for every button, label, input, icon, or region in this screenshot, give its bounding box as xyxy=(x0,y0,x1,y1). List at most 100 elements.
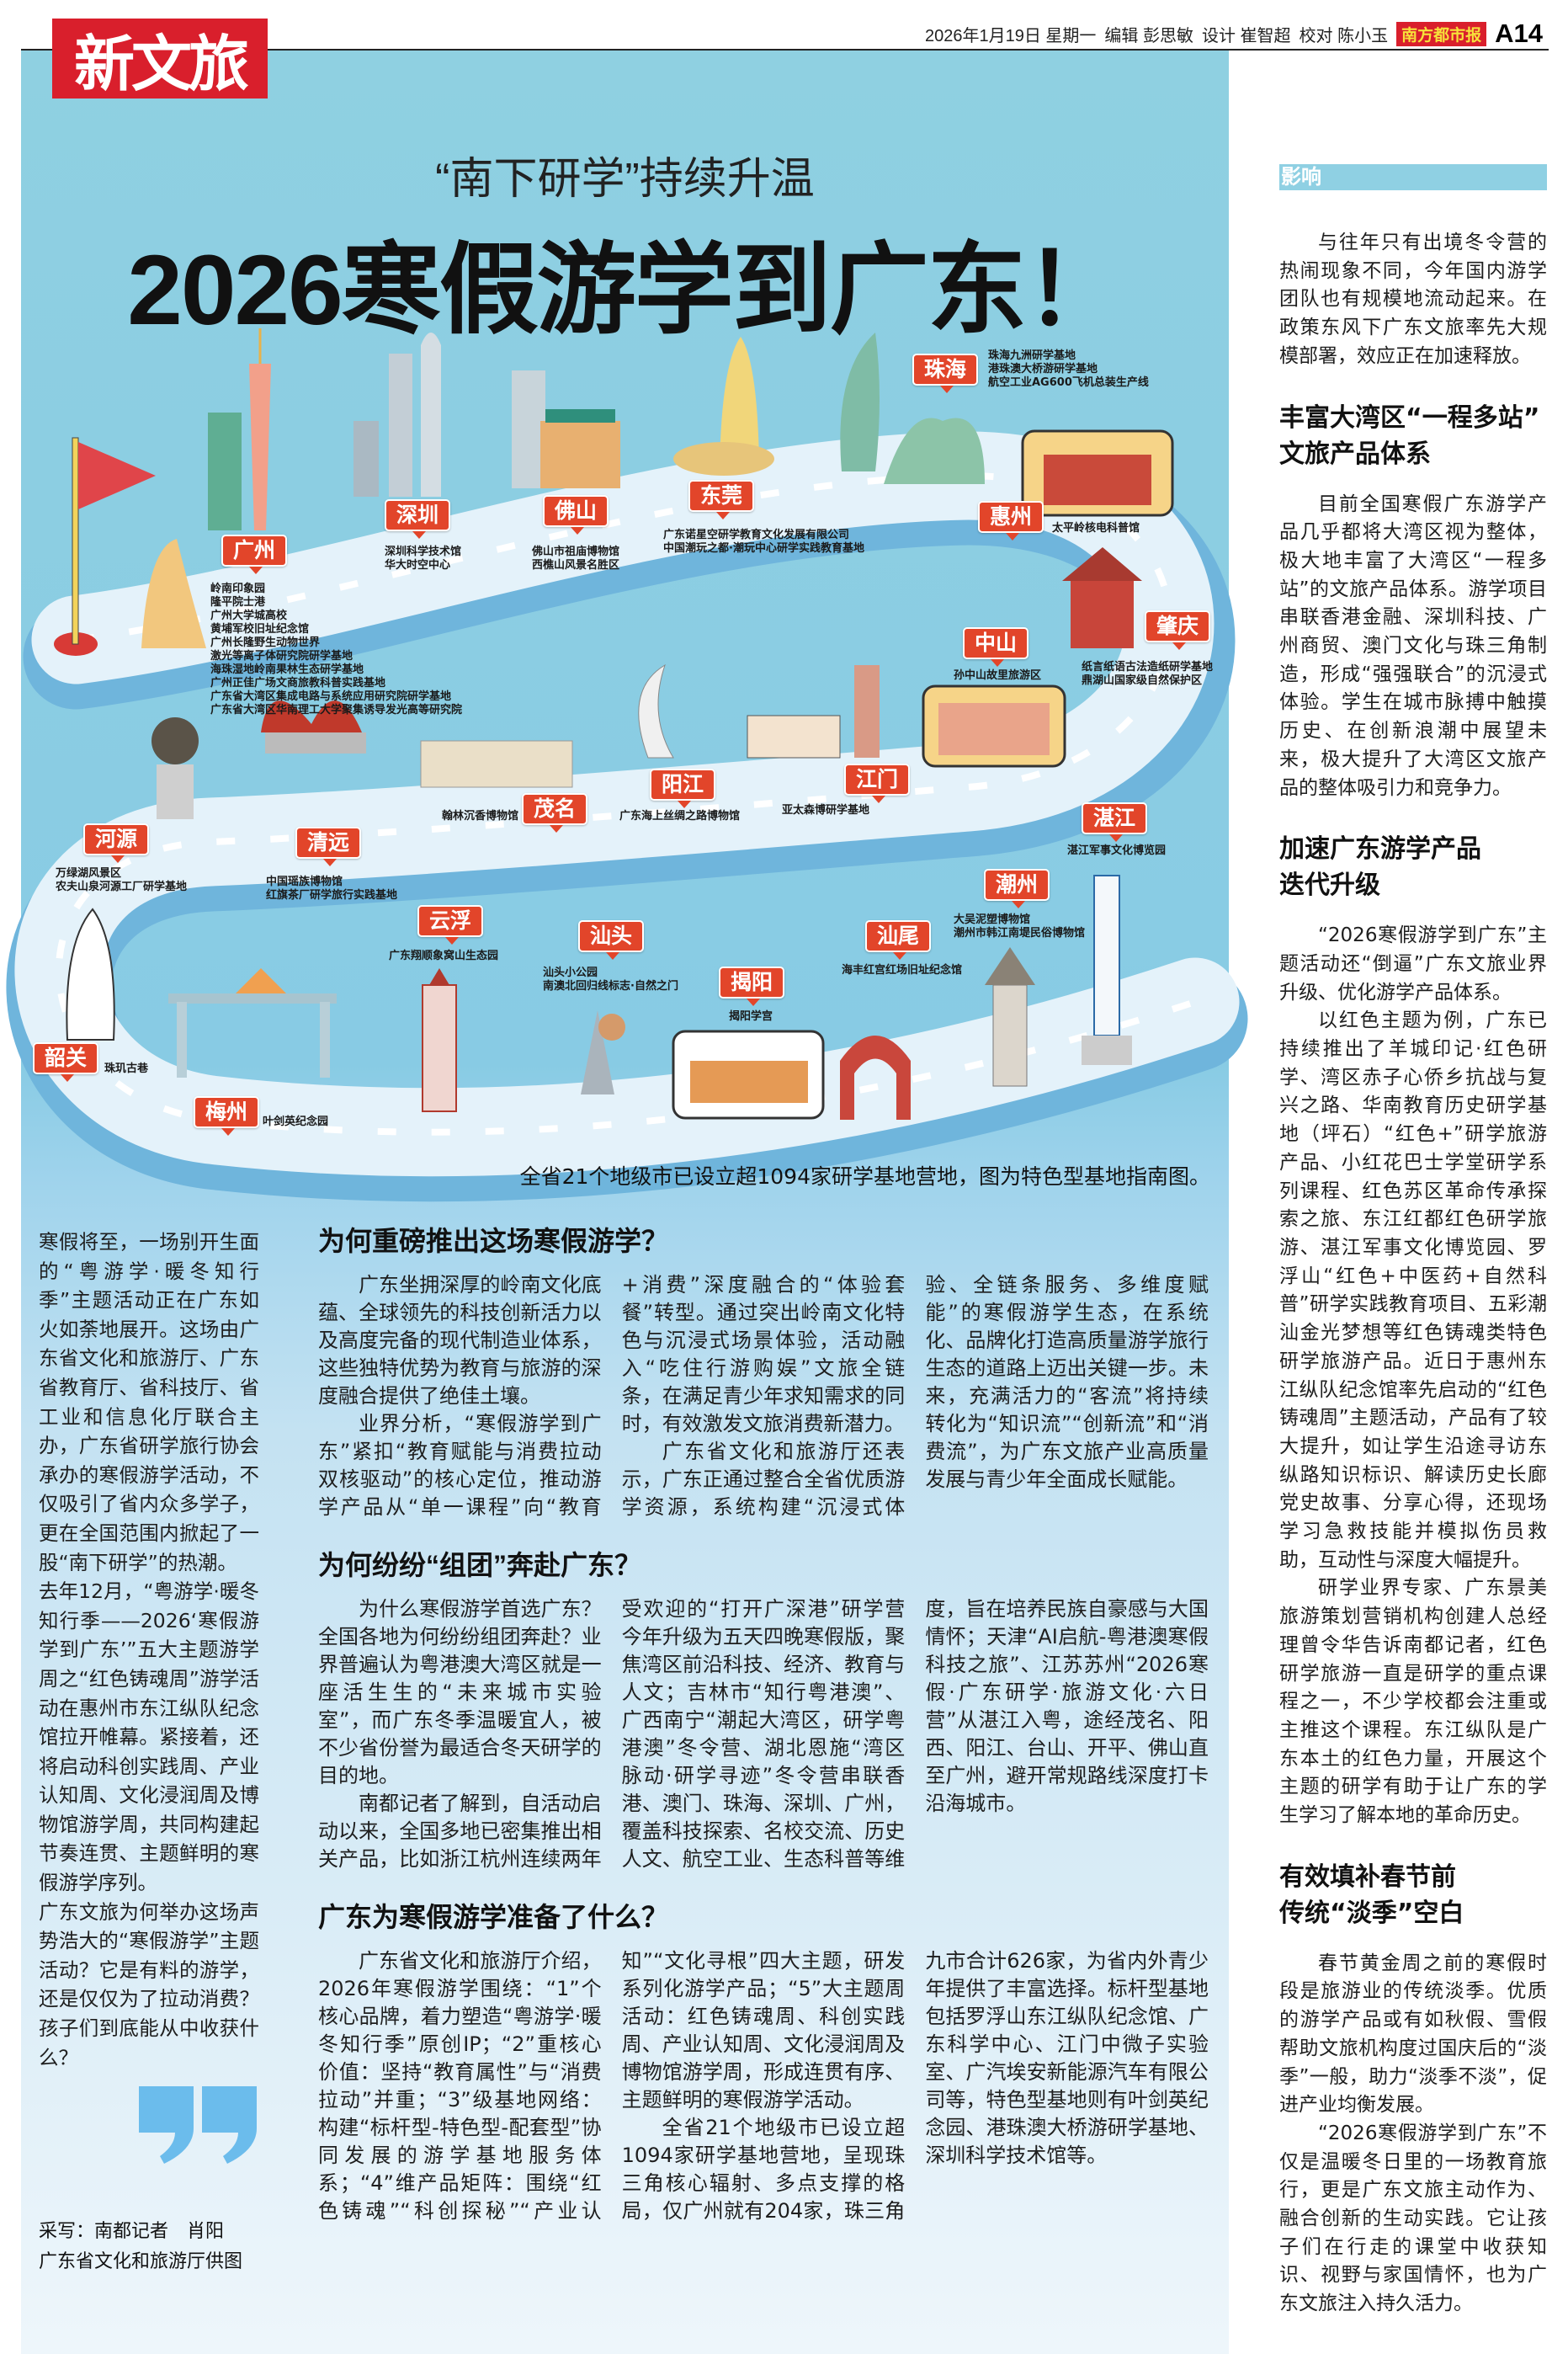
site-name: 亚太森博研学基地 xyxy=(782,804,870,817)
site-name: 汕头小公园 xyxy=(543,967,598,979)
sidebar-paragraph: 研学业界专家、广东景美旅游策划营销机构创建人总经理曾令华告诉南都记者，红色研学旅… xyxy=(1279,1577,1547,1827)
proofreader-credit: 校对 陈小玉 xyxy=(1299,26,1389,45)
sidebar-paragraph: 与往年只有出境冬令营的热闹现象不同，今年国内游学团队也有规模地流动起来。在政策东… xyxy=(1279,232,1547,367)
site-name: 太平岭核电科普馆 xyxy=(1052,522,1140,535)
city-tag: 汕头 xyxy=(578,920,644,960)
heading-line: 有效填补春节前 xyxy=(1279,1861,1456,1892)
city-tag: 韶关 xyxy=(33,1042,98,1082)
site-name: 潮州市韩江南堤民俗博物馆 xyxy=(954,927,1086,940)
city-tag: 东莞 xyxy=(688,480,754,519)
page-number: A14 xyxy=(1495,19,1543,48)
city-sites: 万绿湖风景区农夫山泉河源工厂研学基地 xyxy=(56,867,187,894)
section-body: 广东坐拥深厚的岭南文化底蕴、全球领先的科技创新活力以及高度完备的现代制造业体系，… xyxy=(318,1271,1209,1521)
city-sites: 湛江军事文化博览园 xyxy=(1067,844,1166,858)
city-sites: 纸言纸语古法造纸研学基地鼎湖山国家级自然保护区 xyxy=(1082,661,1213,688)
city-tag: 佛山 xyxy=(543,495,609,535)
city-sites: 揭阳学宫 xyxy=(729,1010,773,1024)
sidebar-tag: 影响 xyxy=(1279,164,1547,190)
section-heading: 为何重磅推出这场寒假游学？ xyxy=(318,1226,669,1256)
site-name: 揭阳学宫 xyxy=(729,1010,773,1023)
site-name: 湛江军事文化博览园 xyxy=(1067,844,1167,857)
lead-paragraph: 去年12月，“粤游学·暖冬知行季——2026‘寒假游学到广东’”五大主题游学周之… xyxy=(39,1579,259,1895)
kicker: “南下研学”持续升温 xyxy=(435,155,815,204)
site-name: 黄埔军校旧址纪念馆 xyxy=(210,623,310,636)
heading-line: 加速广东游学产品 xyxy=(1279,834,1481,865)
section-logo: 新文旅 xyxy=(52,19,268,99)
site-name: 翰林沉香博物馆 xyxy=(442,810,519,823)
site-name: 航空工业AG600飞机总装生产线 xyxy=(988,376,1149,389)
city-sites: 汕头小公园南澳北回归线标志·自然之门 xyxy=(543,967,678,993)
city-sites: 大吴泥塑博物馆潮州市韩江南堤民俗博物馆 xyxy=(954,913,1085,940)
site-name: 深圳科学技术馆 xyxy=(385,546,462,558)
body-paragraph: 广东坐拥深厚的岭南文化底蕴、全球领先的科技创新活力以及高度完备的现代制造业体系，… xyxy=(318,1273,602,1408)
city-tag: 珠海 xyxy=(912,354,978,393)
byline: 采写：南都记者 肖阳 xyxy=(39,2221,225,2243)
site-name: 佛山市祖庙博物馆 xyxy=(532,546,620,558)
site-name: 中国瑶族博物馆 xyxy=(266,876,343,888)
city-tag: 广州 xyxy=(221,535,287,574)
sidebar-paragraph: “2026寒假游学到广东”不仅是温暖冬日里的一场教育旅行，更是广东文旅主动作为、… xyxy=(1279,2122,1547,2315)
site-name: 海丰红宫红场旧址纪念馆 xyxy=(842,964,963,977)
lead-paragraph: 广东文旅为何举办这场声势浩大的“寒假游学”主题活动？它是有料的游学，还是仅仅为了… xyxy=(39,1899,259,2069)
city-tag: 肇庆 xyxy=(1145,610,1210,650)
heading-line: 迭代升级 xyxy=(1279,871,1380,901)
map-caption: 全省21个地级市已设立超1094家研学基地营地，图为特色型基地指南图。 xyxy=(519,1164,1210,1189)
site-name: 广州长隆野生动物世界 xyxy=(210,636,321,649)
site-name: 大吴泥塑博物馆 xyxy=(954,913,1031,926)
site-name: 农夫山泉河源工厂研学基地 xyxy=(56,881,188,893)
lead-paragraph: 寒假将至，一场别开生面的“粤游学·暖冬知行季”主题活动正在广东如火如荼地展开。这… xyxy=(39,1230,259,1574)
headline: 2026寒假游学到广东！ xyxy=(127,235,1124,346)
body-paragraph: 业界分析，“寒假游学到广东”紧扣“教育赋能与消费拉动双核驱动”的核心定位，推动游… xyxy=(318,1273,906,1519)
city-sites: 广东海上丝绸之路博物馆 xyxy=(619,810,740,823)
city-tag: 深圳 xyxy=(385,499,450,539)
city-tag: 湛江 xyxy=(1082,802,1147,842)
sidebar-heading: 有效填补春节前传统“淡季”空白 xyxy=(1279,1859,1547,1931)
site-name: 隆平院士港 xyxy=(210,596,266,609)
city-tag: 河源 xyxy=(83,823,149,863)
body-paragraph: 广东省文化和旅游厅介绍，2026年寒假游学围绕：“1”个核心品牌，着力塑造“粤游… xyxy=(318,1949,906,2223)
city-sites: 佛山市祖庙博物馆西樵山风景名胜区 xyxy=(532,546,619,573)
city-tag: 云浮 xyxy=(417,905,483,945)
city-tag: 茂名 xyxy=(522,793,587,833)
sidebar-paragraph: “2026寒假游学到广东”主题活动还“倒逼”广东文旅业界升级、优化游学产品体系。 xyxy=(1279,924,1547,1004)
section-heading: 为何纷纷“组团”奔赴广东？ xyxy=(318,1550,642,1580)
editor-credit: 编辑 彭思敏 xyxy=(1104,26,1193,45)
city-sites: 翰林沉香博物馆 xyxy=(442,810,518,823)
site-name: 港珠澳大桥游研学基地 xyxy=(988,363,1098,375)
site-name: 叶剑英纪念园 xyxy=(263,1116,329,1128)
site-name: 激光等离子体研究院研学基地 xyxy=(210,650,353,663)
city-sites: 深圳科学技术馆华大时空中心 xyxy=(385,546,461,573)
section-body: 为什么寒假游学首选广东？全国各地为何纷纷组团奔赴？业界普遍认为粤港澳大湾区就是一… xyxy=(318,1595,1209,1873)
heading-line: 丰富大湾区“一程多站” xyxy=(1279,402,1540,433)
header-rule xyxy=(21,49,1549,51)
site-name: 南澳北回归线标志·自然之门 xyxy=(543,980,678,993)
heading-line: 文旅产品体系 xyxy=(1279,439,1431,469)
site-name: 广东诺星空研学教育文化发展有限公司 xyxy=(663,529,850,541)
city-sites: 中国瑶族博物馆红旗茶厂研学旅行实践基地 xyxy=(266,876,397,903)
sidebar-paragraph: 目前全国寒假广东游学产品几乎都将大湾区视为整体，极大地丰富了大湾区“一程多站”的… xyxy=(1279,493,1547,799)
city-sites: 珠海九洲研学基地港珠澳大桥游研学基地航空工业AG600飞机总装生产线 xyxy=(988,349,1149,390)
closing-quote-icon xyxy=(139,2086,257,2165)
page-header: 2026年1月19日 星期一 编辑 彭思敏 设计 崔智超 校对 陈小玉 南方都市… xyxy=(925,19,1543,49)
sidebar-paragraph: 春节黄金周之前的寒假时段是旅游业的传统淡季。优质的游学产品或有如秋假、雪假帮助文… xyxy=(1279,1952,1547,2117)
body-paragraph: 为什么寒假游学首选广东？全国各地为何纷纷组团奔赴？业界普遍认为粤港澳大湾区就是一… xyxy=(318,1597,602,1787)
city-sites: 珠玑古巷 xyxy=(104,1062,148,1076)
sidebar-heading: 丰富大湾区“一程多站” 文旅产品体系 xyxy=(1279,400,1547,472)
site-name: 海珠湿地岭南果林生态研学基地 xyxy=(210,663,364,676)
site-name: 广东省大湾区华南理工大学聚集诱导发光高等研究院 xyxy=(210,704,463,716)
site-name: 中国潮玩之都·潮玩中心研学实践教育基地 xyxy=(663,542,864,555)
sidebar-column: 影响 与往年只有出境冬令营的热闹现象不同，今年国内游学团队也有规模地流动起来。在… xyxy=(1279,164,1547,2319)
site-name: 纸言纸语古法造纸研学基地 xyxy=(1082,661,1214,674)
city-tag: 江门 xyxy=(844,764,910,803)
site-name: 华大时空中心 xyxy=(385,559,451,572)
city-sites: 太平岭核电科普馆 xyxy=(1052,522,1140,535)
city-sites: 孙中山故里旅游区 xyxy=(954,669,1041,683)
section-heading: 广东为寒假游学准备了什么？ xyxy=(318,1902,669,1932)
city-sites: 岭南印象园隆平院士港广州大学城高校黄埔军校旧址纪念馆广州长隆野生动物世界激光等离… xyxy=(210,583,462,717)
city-sites: 海丰红宫红场旧址纪念馆 xyxy=(842,964,962,977)
city-sites: 叶剑英纪念园 xyxy=(263,1116,328,1129)
city-tag: 潮州 xyxy=(984,869,1050,908)
sidebar-paragraph: 以红色主题为例，广东已持续推出了羊城印记·红色研学、湾区赤子心侨乡抗战与复兴之路… xyxy=(1279,1009,1547,1571)
site-name: 广东海上丝绸之路博物馆 xyxy=(619,810,741,823)
photo-credit: 广东省文化和旅游厅供图 xyxy=(39,2251,243,2273)
